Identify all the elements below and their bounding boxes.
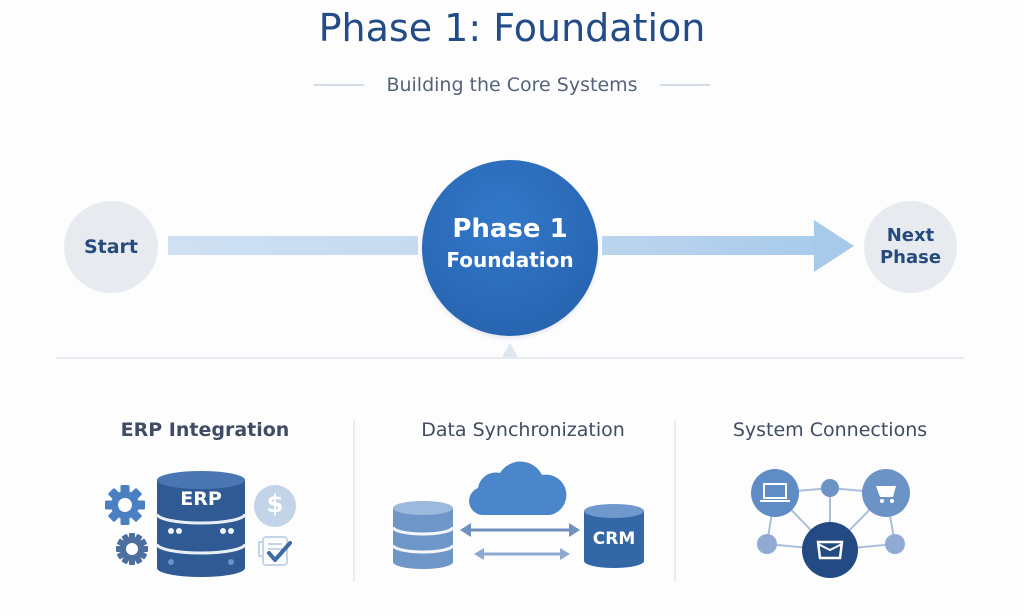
cart-node [862, 469, 910, 517]
subtitle-row: Building the Core Systems [0, 74, 1024, 96]
page-title: Phase 1: Foundation [318, 6, 706, 50]
column-separator-2 [674, 420, 676, 582]
subtitle-line-left [314, 84, 365, 86]
laptop-node [751, 469, 799, 517]
gear-icon [105, 485, 145, 525]
connector-bar-left [168, 236, 418, 255]
divider-pointer [502, 343, 518, 357]
phase-title: Phase 1 [452, 214, 568, 244]
document-check-icon [258, 536, 292, 566]
crm-label: CRM [592, 529, 636, 549]
connector-arrow-shaft [602, 236, 816, 255]
dollar-coin-icon [254, 485, 296, 527]
phase-1-node: Phase 1 Foundation [422, 160, 598, 336]
crm-database-icon [584, 504, 644, 568]
section-divider [56, 357, 964, 359]
erp-integration-title: ERP Integration [120, 419, 290, 441]
phase-subtitle: Foundation [446, 248, 574, 272]
gear-small-icon [116, 533, 148, 565]
sync-arrows-icon [460, 523, 580, 560]
start-node: Start [64, 201, 158, 293]
hub-node-right [885, 534, 905, 554]
column-separator-1 [353, 420, 355, 582]
arrow-right-icon [814, 220, 854, 272]
cloud-icon [469, 461, 567, 515]
erp-database-icon [155, 471, 247, 577]
dollar-glyph: $ [266, 490, 284, 518]
data-sync-title: Data Synchronization [421, 419, 625, 441]
hub-node-top [821, 479, 839, 497]
next-label-line2: Phase [879, 247, 942, 268]
next-label-line1: Next [886, 225, 935, 246]
next-phase-node: Next Phase [864, 201, 957, 293]
subtitle-line-right [659, 84, 710, 86]
start-label: Start [83, 236, 139, 258]
inbox-node [802, 522, 858, 578]
hub-node-left [757, 534, 777, 554]
page-subtitle: Building the Core Systems [386, 74, 638, 96]
database-icon [391, 501, 455, 569]
erp-label: ERP [180, 488, 222, 510]
system-connections-title: System Connections [732, 419, 928, 441]
network-diagram-icon [751, 469, 910, 578]
